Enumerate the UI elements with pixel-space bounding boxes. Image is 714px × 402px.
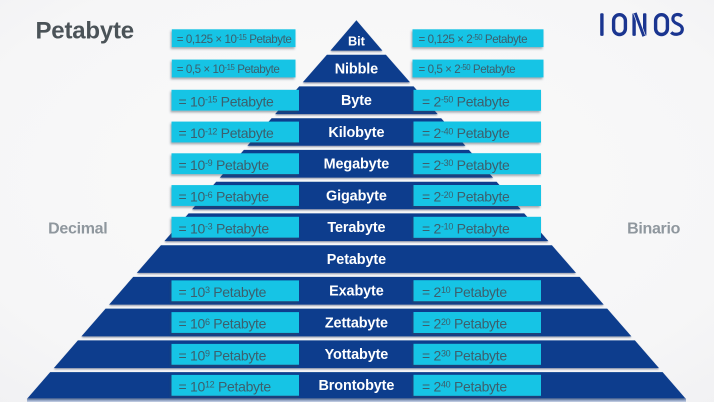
svg-text:= 106 Petabyte: = 106 Petabyte: [179, 316, 267, 332]
svg-text:= 1012 Petabyte: = 1012 Petabyte: [179, 378, 272, 394]
svg-text:Decimal: Decimal: [48, 221, 107, 238]
svg-text:= 10-12 Petabyte: = 10-12 Petabyte: [179, 125, 275, 141]
svg-text:= 10-6 Petabyte: = 10-6 Petabyte: [179, 189, 270, 205]
svg-text:= 0,5 × 2-50 Petabyte: = 0,5 × 2-50 Petabyte: [419, 63, 516, 76]
svg-text:= 0,125 × 2-50 Petabyte: = 0,125 × 2-50 Petabyte: [419, 33, 528, 46]
svg-text:Byte: Byte: [341, 93, 372, 109]
svg-text:= 210 Petabyte: = 210 Petabyte: [422, 284, 507, 300]
svg-text:= 0,125 × 10-15 Petabyte: = 0,125 × 10-15 Petabyte: [177, 33, 292, 46]
svg-text:Nibble: Nibble: [335, 61, 378, 77]
svg-text:= 2-10 Petabyte: = 2-10 Petabyte: [422, 220, 510, 236]
svg-text:= 2-30 Petabyte: = 2-30 Petabyte: [422, 157, 510, 173]
svg-text:= 230 Petabyte: = 230 Petabyte: [422, 347, 507, 363]
svg-text:Exabyte: Exabyte: [329, 284, 384, 300]
svg-text:Terabyte: Terabyte: [327, 220, 385, 236]
svg-text:Binario: Binario: [627, 220, 681, 237]
svg-text:= 2-20 Petabyte: = 2-20 Petabyte: [422, 189, 510, 205]
svg-text:= 240 Petabyte: = 240 Petabyte: [422, 378, 507, 394]
svg-text:Megabyte: Megabyte: [324, 157, 390, 173]
svg-text:= 2-40 Petabyte: = 2-40 Petabyte: [422, 125, 510, 141]
svg-text:Petabyte: Petabyte: [36, 17, 134, 44]
svg-text:Zettabyte: Zettabyte: [325, 315, 388, 331]
svg-text:= 220 Petabyte: = 220 Petabyte: [422, 316, 507, 332]
svg-text:= 10-15 Petabyte: = 10-15 Petabyte: [179, 93, 275, 109]
svg-text:Gigabyte: Gigabyte: [326, 188, 387, 204]
svg-text:Petabyte: Petabyte: [327, 252, 386, 268]
svg-text:= 2-50 Petabyte: = 2-50 Petabyte: [422, 93, 510, 109]
svg-text:Bit: Bit: [348, 34, 366, 49]
svg-text:= 109 Petabyte: = 109 Petabyte: [179, 347, 267, 363]
svg-text:Kilobyte: Kilobyte: [328, 125, 384, 141]
svg-text:= 10-9 Petabyte: = 10-9 Petabyte: [179, 157, 270, 173]
svg-text:= 10-3 Petabyte: = 10-3 Petabyte: [179, 220, 270, 236]
svg-text:= 0,5 × 10-15 Petabyte: = 0,5 × 10-15 Petabyte: [177, 63, 280, 76]
svg-text:= 103 Petabyte: = 103 Petabyte: [179, 284, 267, 300]
svg-text:Brontobyte: Brontobyte: [319, 378, 395, 394]
svg-text:Yottabyte: Yottabyte: [325, 347, 389, 363]
